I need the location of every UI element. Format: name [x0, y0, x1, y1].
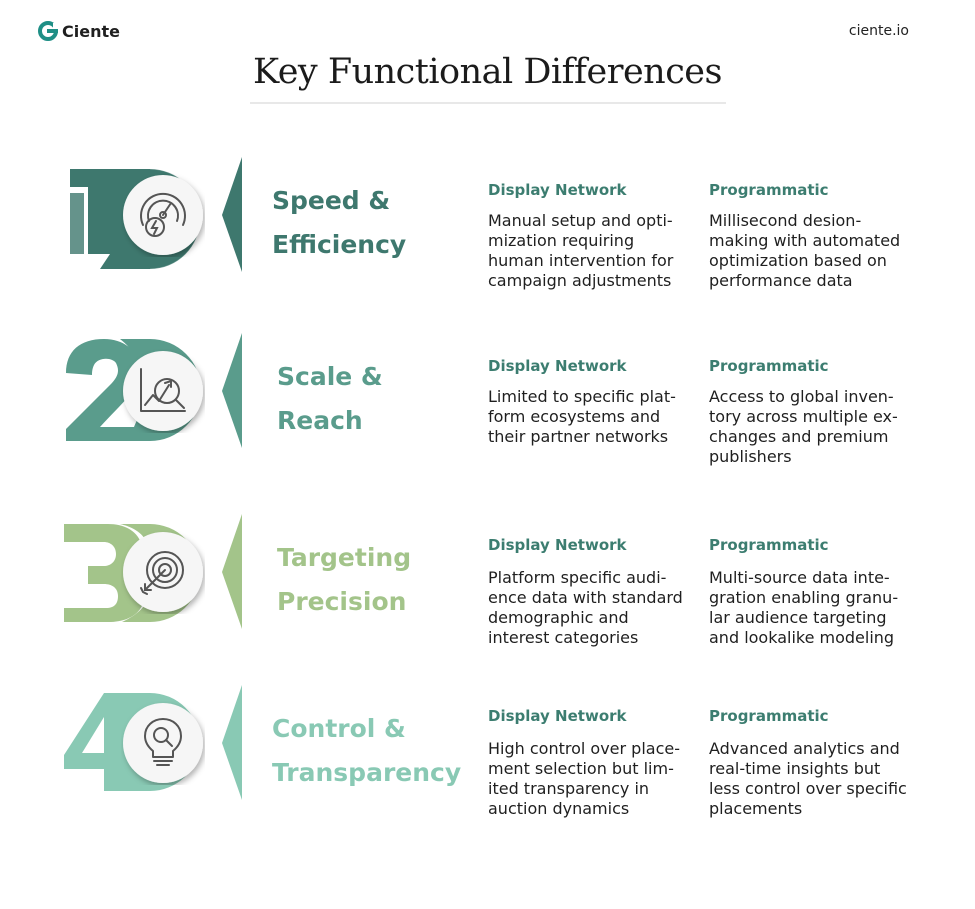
category-title-line: Speed & [272, 186, 391, 215]
description-line: gration enabling granu- [709, 588, 899, 607]
description-line: changes and premium [709, 427, 889, 446]
programmatic-heading: Programmatic [709, 181, 829, 199]
category-title-line: Control & [272, 714, 406, 743]
description-line: Manual setup and opti- [488, 211, 673, 230]
display-network-heading: Display Network [488, 181, 627, 199]
programmatic-heading: Programmatic [709, 357, 829, 375]
category-title-line: Scale & [277, 362, 383, 391]
programmatic-heading: Programmatic [709, 707, 829, 725]
category-title: Targeting Precision [277, 536, 472, 624]
brand-logo: Ciente [38, 21, 120, 41]
description-line: tory across multiple ex- [709, 407, 898, 426]
site-url: ciente.io [848, 23, 909, 39]
display-network-description: Manual setup and opti- mization requirin… [488, 211, 703, 291]
category-title-line: Transparency [272, 758, 462, 787]
description-line: making with automated [709, 231, 901, 250]
description-line: interest categories [488, 628, 639, 647]
category-title-line: Efficiency [272, 230, 407, 259]
description-line: publishers [709, 447, 792, 466]
growth-chart-magnifier-icon [121, 349, 205, 433]
category-title-line: Targeting [277, 543, 412, 572]
description-line: their partner networks [488, 427, 669, 446]
display-network-heading: Display Network [488, 536, 627, 554]
comparison-row-speed: Speed & Efficiency Display Network Manua… [0, 157, 975, 297]
description-line: Platform specific audi- [488, 568, 667, 587]
programmatic-description: Advanced analytics and real-time insight… [709, 739, 924, 819]
display-network-description: Platform specific audi- ence data with s… [488, 568, 703, 648]
category-title: Control & Transparency [272, 707, 467, 795]
programmatic-description: Access to global inven- tory across mult… [709, 387, 924, 467]
description-line: human intervention for [488, 251, 674, 270]
comparison-row-control: Control & Transparency Display Network H… [0, 685, 975, 825]
description-line: Limited to specific plat- [488, 387, 676, 406]
category-title: Scale & Reach [277, 355, 472, 443]
description-line: campaign adjustments [488, 271, 672, 290]
programmatic-heading: Programmatic [709, 536, 829, 554]
description-line: Millisecond desion- [709, 211, 862, 230]
description-line: optimization based on [709, 251, 887, 270]
description-line: form ecosystems and [488, 407, 661, 426]
category-title-line: Precision [277, 587, 407, 616]
description-line: placements [709, 799, 803, 818]
description-line: less control over specific [709, 779, 907, 798]
description-line: lar audience targeting [709, 608, 887, 627]
description-line: mization requiring [488, 231, 635, 250]
description-line: High control over place- [488, 739, 680, 758]
description-line: real-time insights but [709, 759, 881, 778]
speedometer-lightning-icon [121, 173, 205, 257]
programmatic-description: Millisecond desion- making with automate… [709, 211, 924, 291]
title-divider [250, 102, 726, 104]
description-line: Multi-source data inte- [709, 568, 890, 587]
description-line: ited transparency in [488, 779, 650, 798]
brand-name: Ciente [62, 21, 120, 41]
ciente-logo-icon [38, 21, 58, 41]
description-line: demographic and [488, 608, 629, 627]
display-network-heading: Display Network [488, 707, 627, 725]
description-line: Access to global inven- [709, 387, 894, 406]
target-arrow-icon [121, 530, 205, 614]
description-line: Advanced analytics and [709, 739, 900, 758]
description-line: and lookalike modeling [709, 628, 895, 647]
description-line: ment selection but lim- [488, 759, 674, 778]
category-title-line: Reach [277, 406, 363, 435]
display-network-heading: Display Network [488, 357, 627, 375]
display-network-description: High control over place- ment selection … [488, 739, 703, 819]
lightbulb-magnifier-icon [121, 701, 205, 785]
description-line: auction dynamics [488, 799, 630, 818]
page-title: Key Functional Differences [253, 52, 723, 92]
description-line: performance data [709, 271, 853, 290]
comparison-row-targeting: Targeting Precision Display Network Plat… [0, 514, 975, 654]
description-line: ence data with standard [488, 588, 683, 607]
category-title: Speed & Efficiency [272, 179, 467, 267]
comparison-row-scale: Scale & Reach Display Network Limited to… [0, 333, 975, 473]
display-network-description: Limited to specific plat- form ecosystem… [488, 387, 703, 447]
programmatic-description: Multi-source data inte- gration enabling… [709, 568, 924, 648]
